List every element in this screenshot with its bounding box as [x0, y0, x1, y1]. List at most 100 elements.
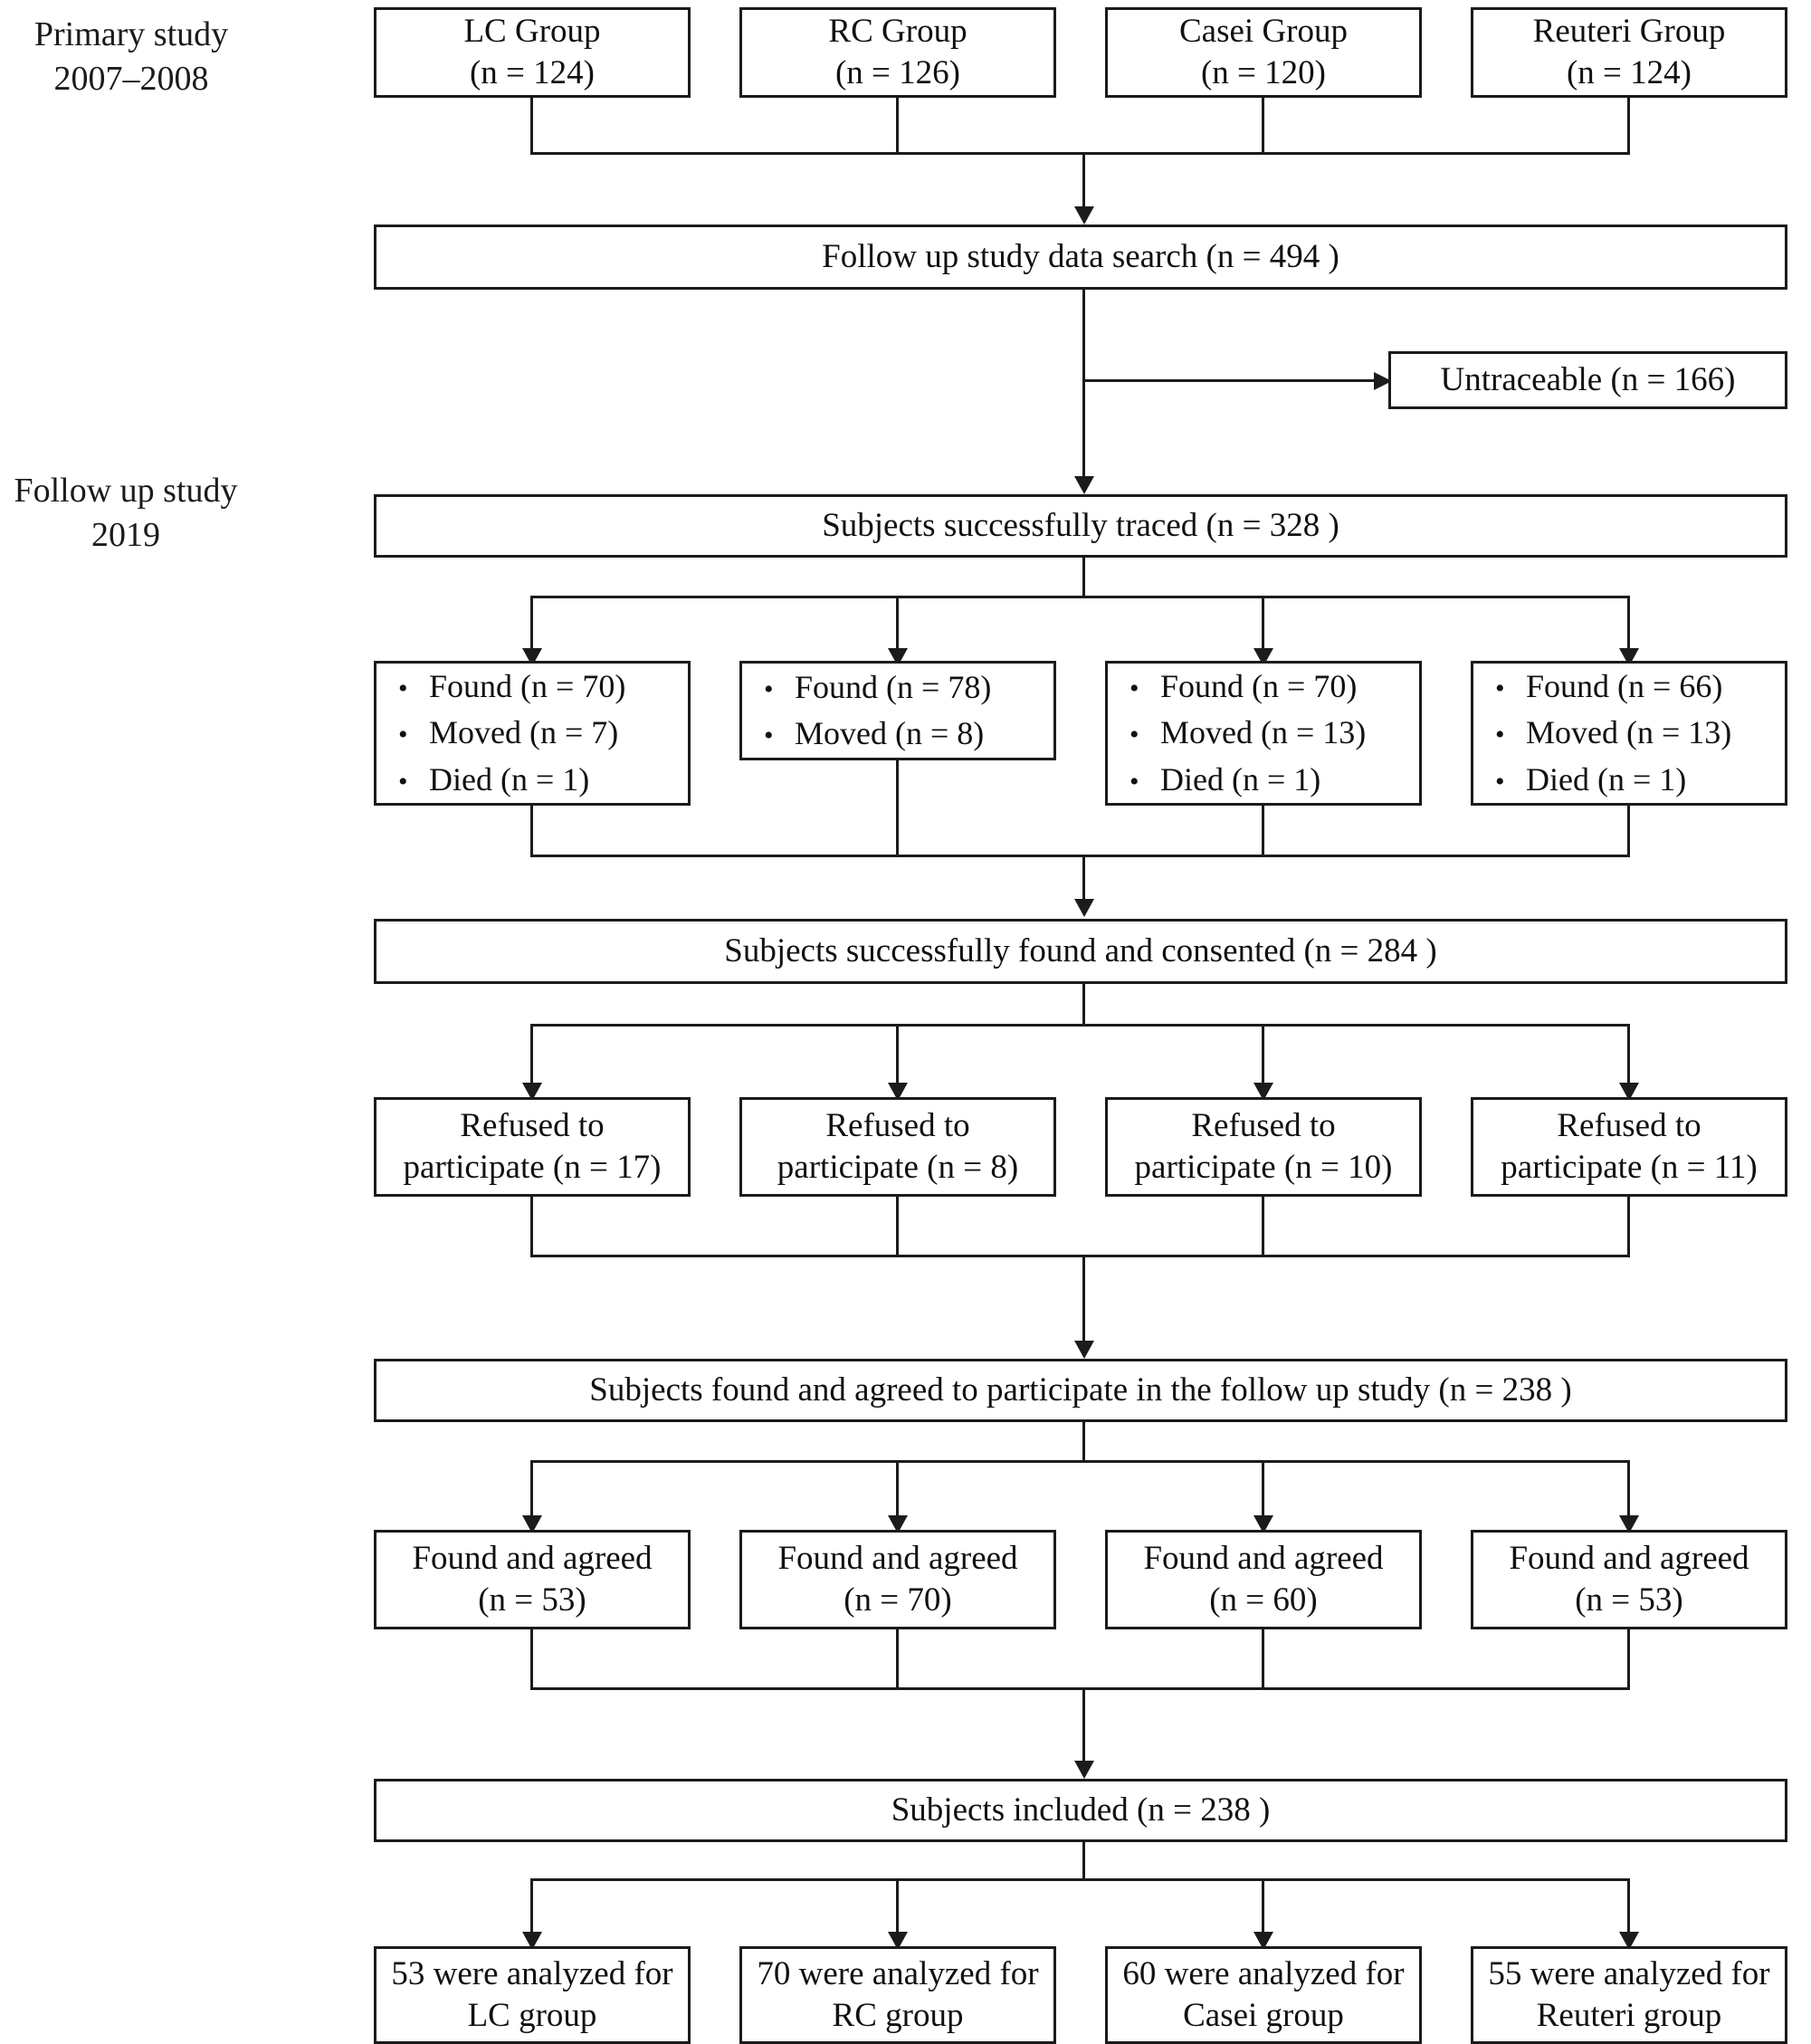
stage-label-followup-line1: Follow up study: [14, 472, 238, 510]
trace-outcome-reuteri-moved: Moved (n = 13): [1526, 714, 1732, 751]
refused-lc-line2: participate (n = 17): [403, 1149, 662, 1186]
found-and-agreed-casei-line2: (n = 60): [1209, 1581, 1318, 1619]
arrowhead-analyzed-reuteri: [1619, 1932, 1639, 1950]
connector-casei-down: [1262, 98, 1264, 154]
found-and-agreed-reuteri-line2: (n = 53): [1575, 1581, 1683, 1619]
found-and-agreed-lc-line2: (n = 53): [478, 1581, 586, 1619]
node-found-and-agreed-rc[interactable]: Found and agreed (n = 70): [739, 1530, 1056, 1629]
trace-outcome-lc-died: Died (n = 1): [429, 760, 590, 798]
found-and-agreed-rc-line1: Found and agreed: [777, 1539, 1018, 1577]
stage-label-primary-line2: 2007–2008: [53, 60, 209, 99]
stage-label-followup-line2: 2019: [91, 516, 160, 555]
connector-merge-to-included: [1082, 1687, 1085, 1763]
connector-search-down: [1082, 290, 1085, 478]
connector-refused-lc-down: [530, 1197, 533, 1256]
arrowhead-refused-reuteri: [1619, 1083, 1639, 1101]
stage-label-primary-line1: Primary study: [33, 15, 229, 53]
analyzed-reuteri-line1: 55 were analyzed for: [1488, 1954, 1770, 1992]
connector-consented-splitter: [530, 1024, 1630, 1027]
node-trace-outcome-lc[interactable]: •Found (n = 70) •Moved (n = 7) •Died (n …: [374, 661, 691, 806]
bullet-row: •Died (n = 1): [1129, 757, 1410, 803]
connector-casei-outcome-down: [1262, 806, 1264, 856]
agreed-total-label: Subjects found and agreed to participate…: [589, 1371, 1572, 1409]
node-trace-outcome-reuteri[interactable]: • Found (n = 66) • Moved (n = 13) • Died (n…: [1471, 661, 1787, 806]
node-primary-group-reuteri[interactable]: Reuteri Group (n = 124): [1471, 7, 1787, 98]
node-refused-lc[interactable]: Refused to participate (n = 17): [374, 1097, 691, 1197]
refused-reuteri-line2: participate (n = 11): [1501, 1149, 1758, 1186]
found-and-agreed-reuteri-line1: Found and agreed: [1509, 1539, 1749, 1577]
node-primary-group-lc[interactable]: LC Group (n = 124): [374, 7, 691, 98]
bullet-dot-icon: •: [1129, 766, 1139, 797]
found-and-agreed-casei-line1: Found and agreed: [1143, 1539, 1384, 1577]
arrowhead-fa-casei: [1253, 1515, 1273, 1533]
node-subjects-consented[interactable]: Subjects successfully found and consente…: [374, 919, 1787, 984]
node-trace-outcome-rc[interactable]: •Found (n = 78) •Moved (n = 8): [739, 661, 1056, 760]
subjects-consented-label: Subjects successfully found and consente…: [724, 931, 1437, 969]
node-found-and-agreed-lc[interactable]: Found and agreed (n = 53): [374, 1530, 691, 1629]
connector-agreed-splitter: [530, 1460, 1630, 1463]
connector-agreed-to-fa-reuteri: [1627, 1460, 1630, 1518]
refused-casei-line1: Refused to: [1191, 1106, 1336, 1144]
node-found-and-agreed-reuteri[interactable]: Found and agreed (n = 53): [1471, 1530, 1787, 1629]
bullet-row: •Found (n = 70): [398, 664, 679, 710]
refused-lc-line1: Refused to: [460, 1106, 605, 1144]
node-analyzed-reuteri[interactable]: 55 were analyzed for Reuteri group: [1471, 1946, 1787, 2044]
node-refused-rc[interactable]: Refused to participate (n = 8): [739, 1097, 1056, 1197]
primary-group-casei-n: (n = 120): [1200, 54, 1326, 91]
bullet-row: •Moved (n = 7): [398, 710, 679, 756]
connector-search-to-untraceable: [1082, 379, 1376, 382]
node-untraceable[interactable]: Untraceable (n = 166): [1388, 351, 1787, 409]
arrowhead-refused-casei: [1253, 1083, 1273, 1101]
connector-refused-reuteri-down: [1627, 1197, 1630, 1256]
node-follow-up-data-search[interactable]: Follow up study data search (n = 494 ): [374, 224, 1787, 290]
bullet-dot-icon: •: [398, 720, 408, 750]
node-agreed-total[interactable]: Subjects found and agreed to participate…: [374, 1359, 1787, 1422]
connector-agreed-to-fa-casei: [1262, 1460, 1264, 1518]
bullet-row: •Moved (n = 8): [764, 711, 1044, 757]
trace-outcome-reuteri-died: Died (n = 1): [1526, 760, 1687, 798]
node-refused-casei[interactable]: Refused to participate (n = 10): [1105, 1097, 1422, 1197]
connector-fa-casei-down: [1262, 1629, 1264, 1689]
connector-fa-rc-down: [896, 1629, 899, 1689]
node-analyzed-casei[interactable]: 60 were analyzed for Casei group: [1105, 1946, 1422, 2044]
connector-traced-to-reuteri: [1627, 596, 1630, 652]
connector-fa-merge: [530, 1687, 1630, 1690]
connector-traced-splitter: [530, 596, 1630, 598]
bullet-row: • Moved (n = 13): [1495, 710, 1776, 756]
primary-group-lc-n: (n = 124): [469, 54, 595, 91]
bullet-dot-icon: •: [1495, 720, 1505, 750]
arrowhead-analyzed-rc: [888, 1932, 908, 1950]
bullet-dot-icon: •: [764, 721, 774, 750]
connector-consented-to-refused-casei: [1262, 1024, 1264, 1085]
bullet-dot-icon: •: [764, 673, 774, 704]
arrowhead-to-untraceable: [1374, 372, 1392, 390]
connector-included-to-analyzed-reuteri: [1627, 1878, 1630, 1934]
node-trace-outcome-casei[interactable]: •Found (n = 70) •Moved (n = 13) •Died (n…: [1105, 661, 1422, 806]
found-and-agreed-lc-line1: Found and agreed: [412, 1539, 653, 1577]
primary-group-casei-name: Casei Group: [1179, 12, 1348, 50]
node-primary-group-rc[interactable]: RC Group (n = 126): [739, 7, 1056, 98]
primary-group-rc-name: RC Group: [828, 12, 967, 50]
node-refused-reuteri[interactable]: Refused to participate (n = 11): [1471, 1097, 1787, 1197]
node-analyzed-rc[interactable]: 70 were analyzed for RC group: [739, 1946, 1056, 2044]
analyzed-rc-line2: RC group: [832, 1997, 964, 2034]
node-primary-group-casei[interactable]: Casei Group (n = 120): [1105, 7, 1422, 98]
connector-included-down: [1082, 1842, 1085, 1880]
connector-lc-outcome-down: [530, 806, 533, 856]
bullet-row: •Died (n = 1): [398, 757, 679, 803]
bullet-row: •Found (n = 70): [1129, 664, 1410, 710]
analyzed-casei-line1: 60 were analyzed for: [1122, 1954, 1405, 1992]
connector-lc-down: [530, 98, 533, 154]
analyzed-lc-line2: LC group: [467, 1997, 597, 2034]
node-analyzed-lc[interactable]: 53 were analyzed for LC group: [374, 1946, 691, 2044]
arrowhead-to-data-search: [1074, 206, 1094, 224]
arrowhead-to-agreed: [1074, 1341, 1094, 1359]
node-subjects-traced[interactable]: Subjects successfully traced (n = 328 ): [374, 494, 1787, 558]
arrowhead-refused-lc: [522, 1083, 542, 1101]
trace-outcome-reuteri-found: Found (n = 66): [1526, 668, 1723, 705]
trace-outcome-lc-found: Found (n = 70): [429, 668, 626, 705]
bullet-dot-icon: •: [1495, 766, 1505, 797]
node-found-and-agreed-casei[interactable]: Found and agreed (n = 60): [1105, 1530, 1422, 1629]
node-subjects-included[interactable]: Subjects included (n = 238 ): [374, 1779, 1787, 1842]
connector-fa-reuteri-down: [1627, 1629, 1630, 1689]
